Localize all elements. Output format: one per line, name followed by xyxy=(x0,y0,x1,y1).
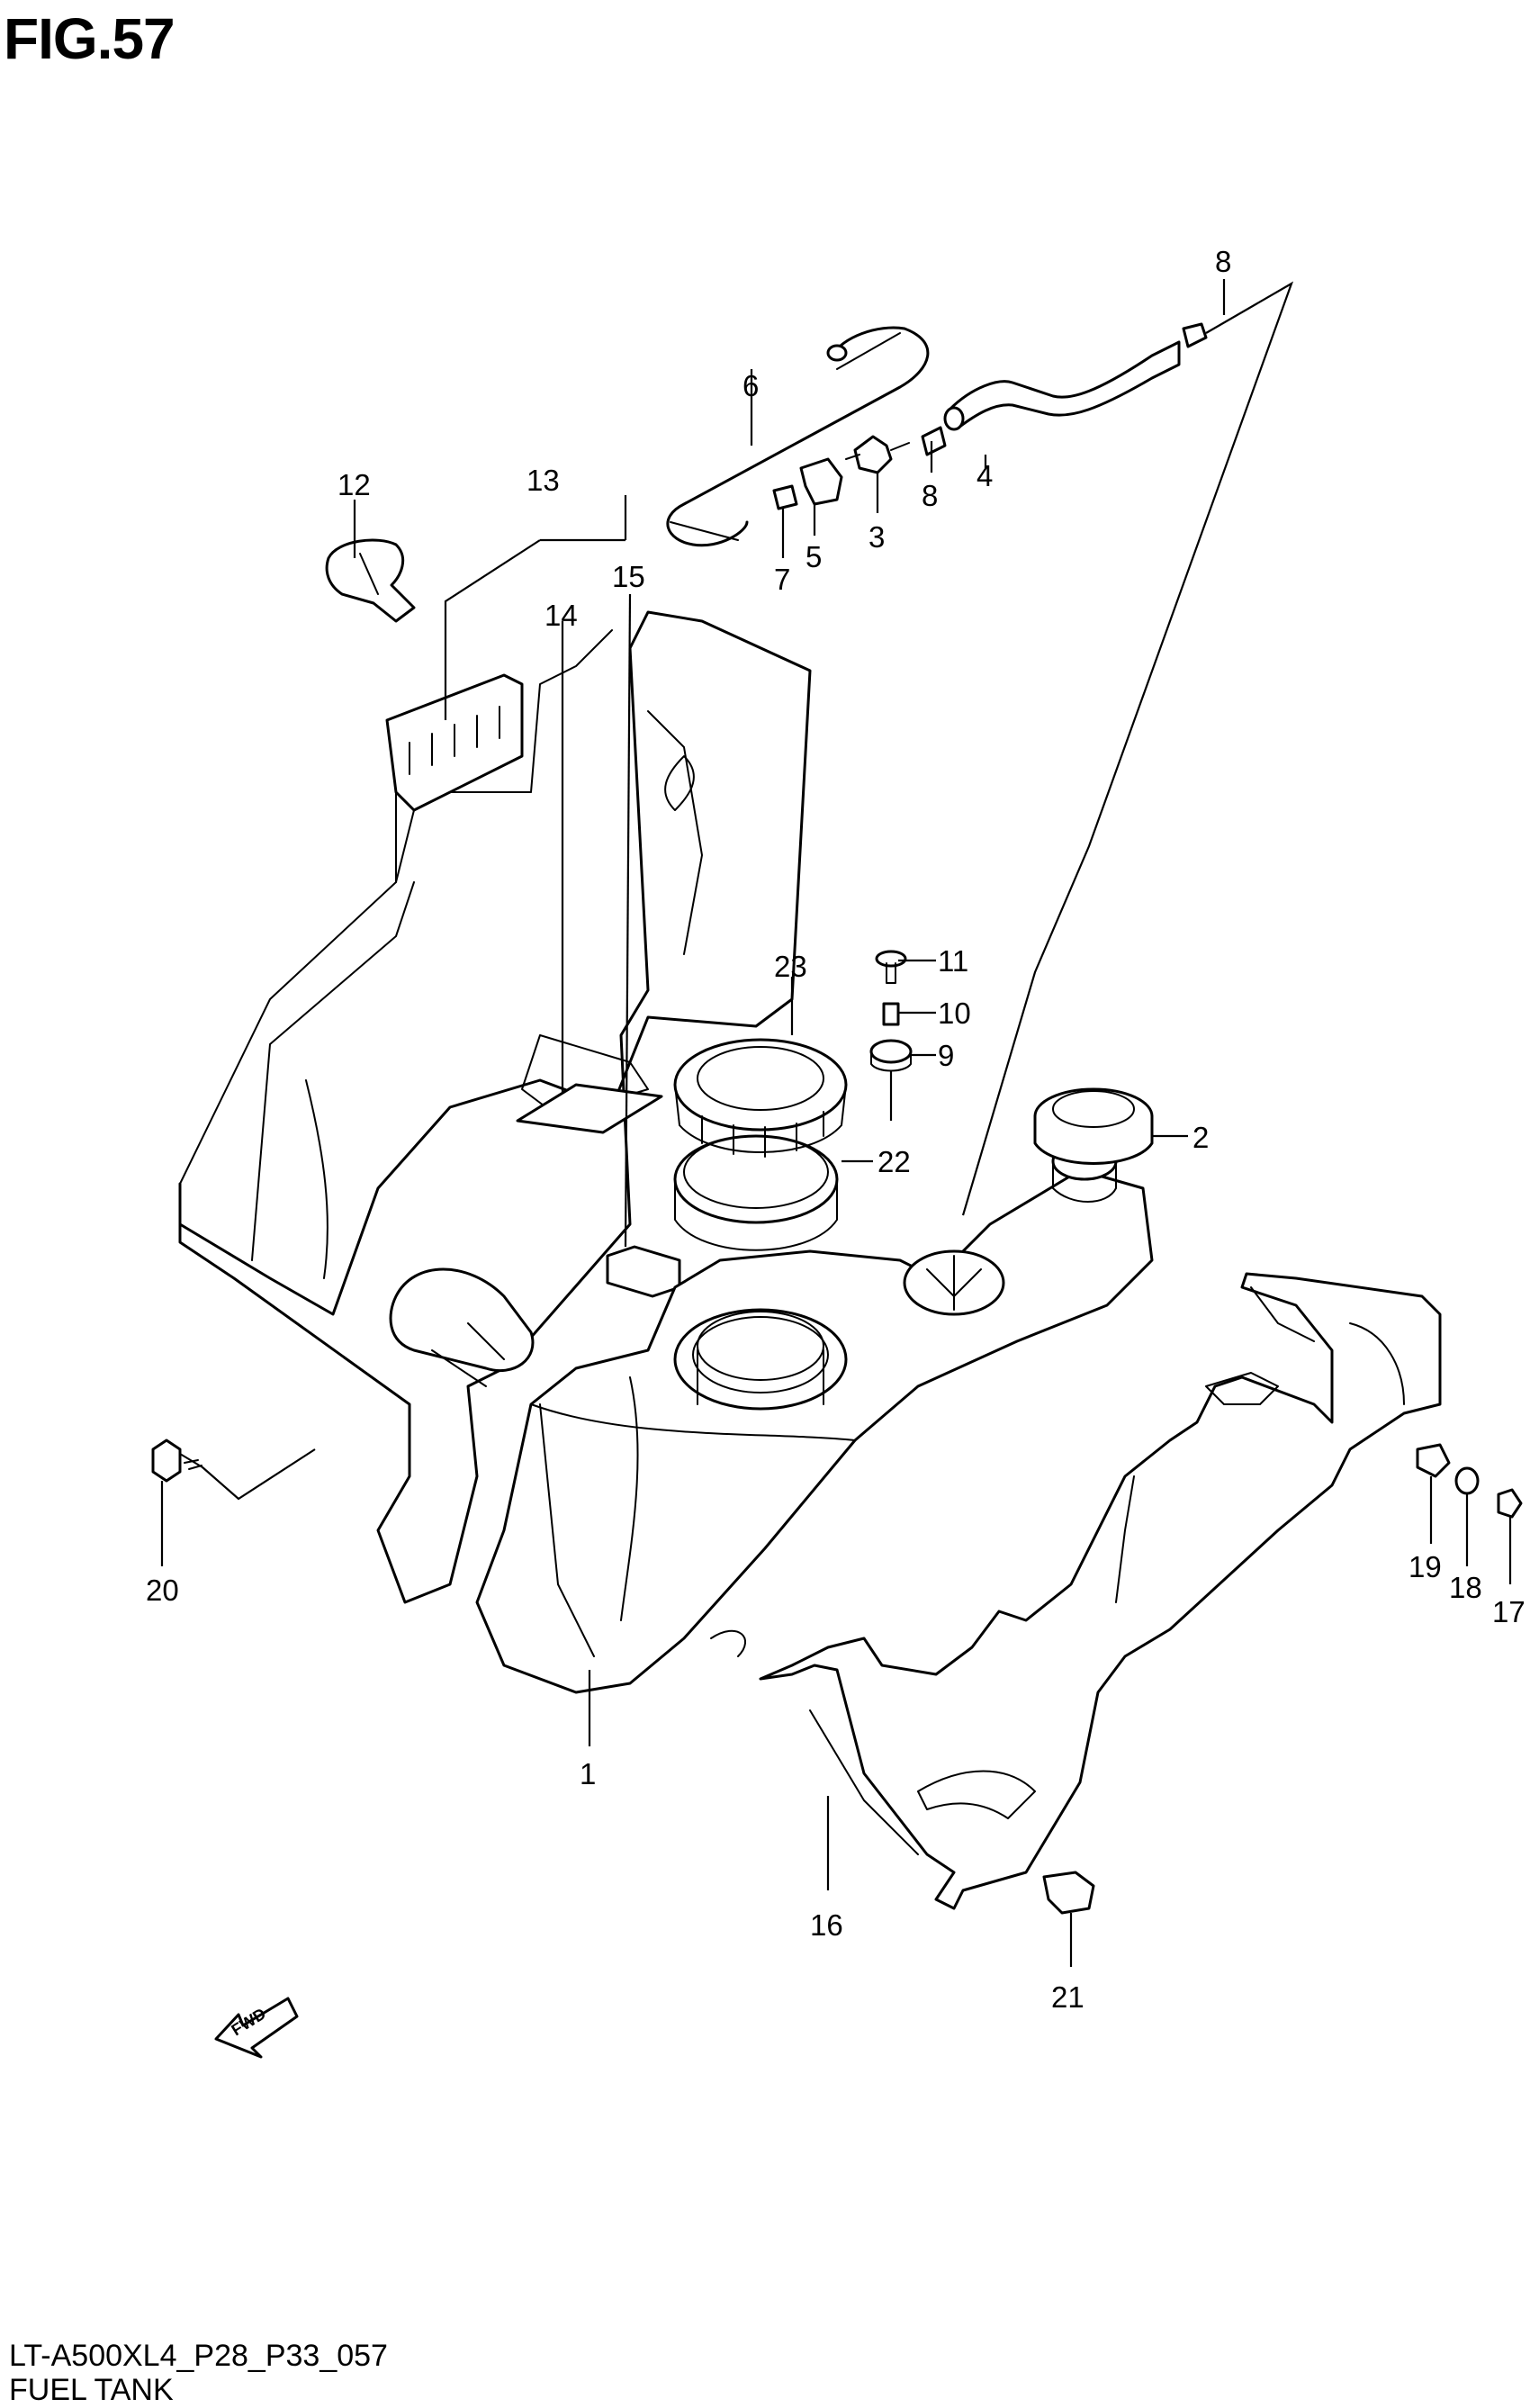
callout-15: 15 xyxy=(612,560,645,593)
callout-9: 9 xyxy=(938,1039,954,1072)
callout-2: 2 xyxy=(1192,1121,1209,1154)
callout-14: 14 xyxy=(544,599,578,632)
clip-7 xyxy=(772,484,798,510)
figure-title: FIG.57 xyxy=(4,6,176,71)
fuel-cap-2 xyxy=(1033,1087,1154,1165)
retainer-ring-23 xyxy=(673,1038,848,1158)
drawing-code: LT-A500XL4_P28_P33_057 xyxy=(9,2339,388,2373)
bolt-11 xyxy=(875,950,907,984)
check-valve-3 xyxy=(845,435,910,474)
callout-16: 16 xyxy=(810,1908,843,1942)
clamp-5 xyxy=(799,457,843,506)
leader-lines xyxy=(160,279,1512,1967)
collar-10 xyxy=(882,1002,900,1026)
callout-19: 19 xyxy=(1408,1550,1442,1583)
collar-19 xyxy=(1416,1443,1451,1478)
callout-18: 18 xyxy=(1449,1571,1482,1604)
fuel-tank xyxy=(475,1141,1154,1694)
callout-10: 10 xyxy=(938,997,971,1030)
callout-5: 5 xyxy=(806,540,822,573)
callout-7: 7 xyxy=(774,563,790,596)
pad-15 xyxy=(606,1245,681,1298)
bolt-17 xyxy=(1497,1488,1523,1519)
fuel-pump xyxy=(389,1267,535,1387)
callout-11: 11 xyxy=(938,944,968,978)
callout-8-upper: 8 xyxy=(1215,245,1231,278)
callout-1: 1 xyxy=(580,1757,596,1790)
callout-21: 21 xyxy=(1051,1980,1084,2014)
rivet-21 xyxy=(1042,1871,1095,1915)
callout-6: 6 xyxy=(742,369,759,402)
left-tank-guard xyxy=(178,610,812,1604)
callout-23: 23 xyxy=(774,950,807,983)
figure-name: FUEL TANK xyxy=(9,2373,174,2407)
breather-hose-6 xyxy=(666,326,930,547)
callout-4: 4 xyxy=(976,459,993,492)
clamp-12 xyxy=(325,538,416,623)
callout-20: 20 xyxy=(146,1574,179,1607)
seal-ring-22 xyxy=(673,1134,839,1251)
right-side-cover-16 xyxy=(759,1272,1442,1910)
clamp-8-lower xyxy=(921,426,947,456)
callout-labels: 1 2 3 4 5 6 7 8 8 9 10 11 12 13 14 15 16… xyxy=(146,245,1526,2039)
callout-13: 13 xyxy=(526,464,560,497)
callout-12: 12 xyxy=(338,468,371,501)
decal-14 xyxy=(516,1083,663,1134)
hose-4 xyxy=(943,340,1181,431)
grommet-9 xyxy=(869,1039,913,1072)
callout-22: 22 xyxy=(878,1145,911,1178)
fwd-arrow xyxy=(214,1997,299,2059)
callout-17: 17 xyxy=(1492,1595,1526,1628)
callout-8-lower: 8 xyxy=(922,479,938,512)
washer-18 xyxy=(1454,1466,1480,1495)
clamp-8-upper xyxy=(1182,322,1208,348)
callout-3: 3 xyxy=(868,520,885,554)
bolt-20 xyxy=(151,1438,203,1483)
